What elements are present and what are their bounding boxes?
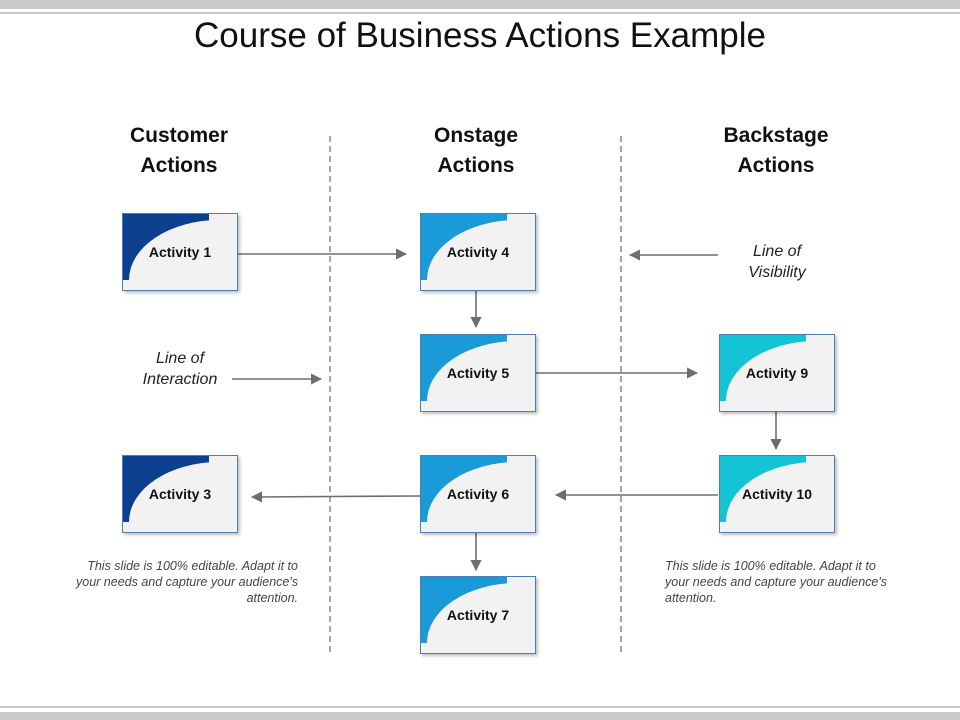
line-of-visibility-line1: Line of bbox=[752, 243, 802, 260]
column-header-customer-line2: Actions bbox=[140, 154, 218, 177]
activity-label: Activity 7 bbox=[446, 607, 510, 623]
column-header-backstage-line2: Actions bbox=[737, 154, 815, 177]
column-header-customer: Customer Actions bbox=[89, 121, 269, 181]
activity-card-9[interactable]: Activity 9 bbox=[719, 334, 835, 412]
bottom-frame-line bbox=[0, 706, 960, 708]
column-header-onstage-line1: Onstage bbox=[433, 124, 519, 147]
activity-card-6[interactable]: Activity 6 bbox=[420, 455, 536, 533]
line-of-visibility-note: Line of Visibility bbox=[722, 241, 832, 283]
activity-card-1[interactable]: Activity 1 bbox=[122, 213, 238, 291]
activity-label: Activity 6 bbox=[446, 486, 510, 502]
top-frame-line bbox=[0, 12, 960, 14]
column-header-backstage-line1: Backstage bbox=[723, 124, 829, 147]
arrow-activity6-to-activity3 bbox=[250, 491, 421, 503]
activity-card-10[interactable]: Activity 10 bbox=[719, 455, 835, 533]
top-frame-bar bbox=[0, 0, 960, 9]
activity-label: Activity 3 bbox=[148, 486, 212, 502]
activity-label: Activity 4 bbox=[446, 244, 510, 260]
activity-card-3[interactable]: Activity 3 bbox=[122, 455, 238, 533]
activity-card-5[interactable]: Activity 5 bbox=[420, 334, 536, 412]
activity-label: Activity 1 bbox=[148, 244, 212, 260]
activity-label: Activity 5 bbox=[446, 365, 510, 381]
caption-right: This slide is 100% editable. Adapt it to… bbox=[665, 559, 887, 605]
activity-label: Activity 10 bbox=[741, 486, 813, 502]
slide-title: Course of Business Actions Example bbox=[194, 16, 766, 55]
caption-left: This slide is 100% editable. Adapt it to… bbox=[76, 559, 298, 605]
line-of-interaction-line1: Line of bbox=[155, 350, 205, 367]
line-of-interaction-note: Line of Interaction bbox=[124, 348, 236, 390]
column-header-customer-line1: Customer bbox=[129, 124, 229, 147]
column-header-onstage-line2: Actions bbox=[437, 154, 515, 177]
column-header-onstage: Onstage Actions bbox=[386, 121, 566, 181]
line-of-interaction-line2: Interaction bbox=[142, 371, 218, 388]
activity-card-7[interactable]: Activity 7 bbox=[420, 576, 536, 654]
activity-card-4[interactable]: Activity 4 bbox=[420, 213, 536, 291]
line-of-interaction-divider bbox=[329, 136, 331, 652]
line-of-visibility-divider bbox=[620, 136, 622, 652]
column-header-backstage: Backstage Actions bbox=[686, 121, 866, 181]
activity-label: Activity 9 bbox=[745, 365, 809, 381]
line-of-visibility-line2: Visibility bbox=[748, 264, 806, 281]
bottom-frame-bar bbox=[0, 712, 960, 720]
